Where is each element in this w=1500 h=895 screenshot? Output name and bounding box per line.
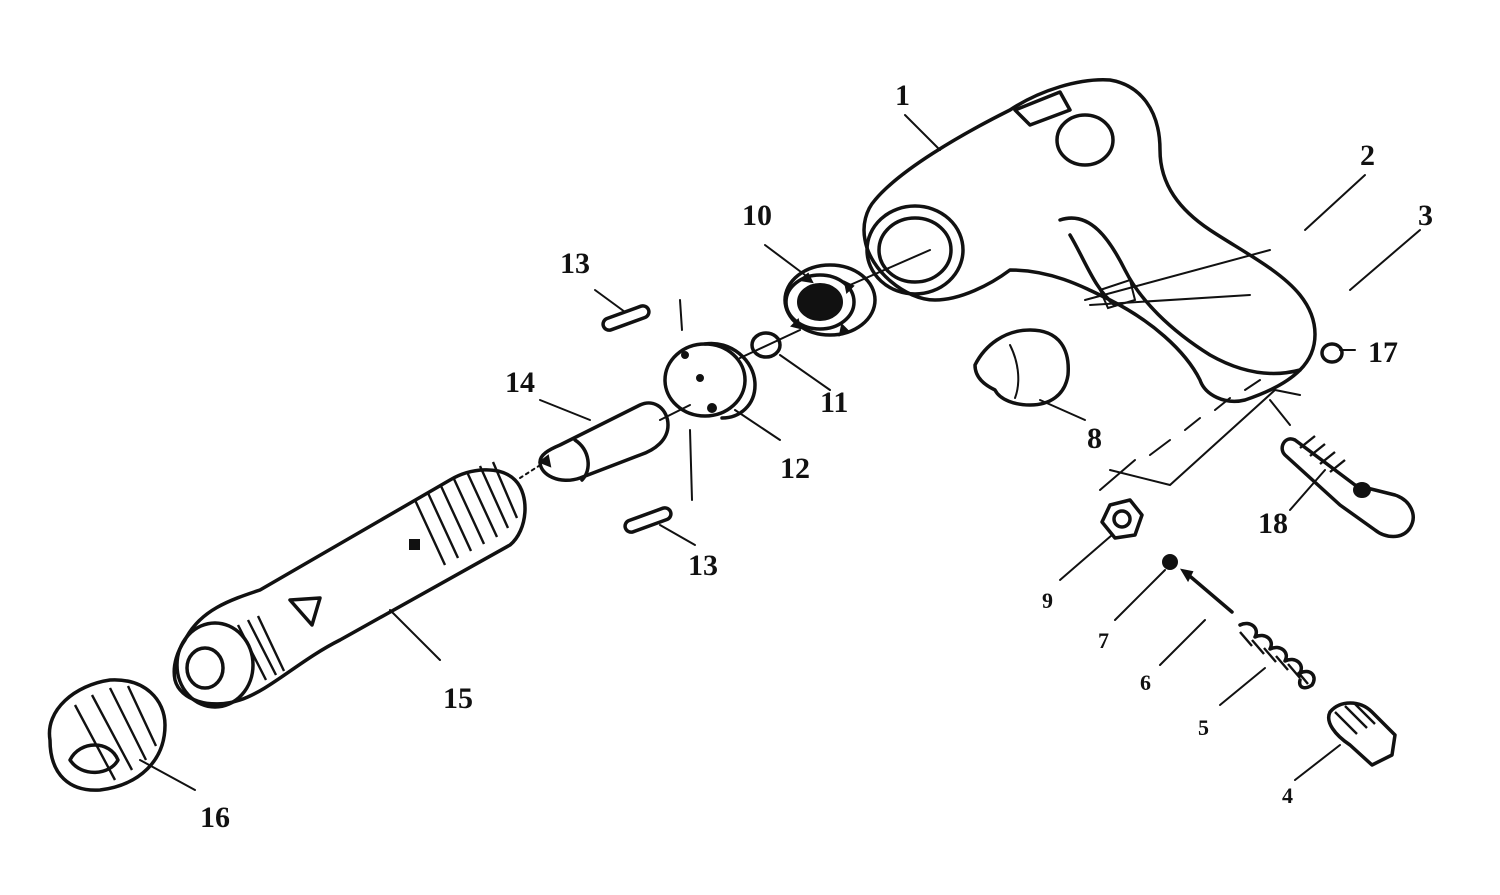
part-6-valve-stem <box>1179 568 1234 614</box>
callout-6: 6 <box>1140 670 1151 695</box>
callout-15: 15 <box>443 682 473 715</box>
part-11-washer <box>750 331 782 359</box>
callout-13-upper: 13 <box>560 247 590 280</box>
part-5-spring <box>1238 621 1316 690</box>
leader-lines <box>139 114 1421 791</box>
callout-4: 4 <box>1282 783 1293 808</box>
part-8-trigger <box>973 328 1070 407</box>
part-4-plug <box>1327 701 1397 767</box>
callout-8: 8 <box>1087 422 1102 455</box>
callout-2: 2 <box>1360 139 1375 172</box>
callout-16: 16 <box>200 801 230 834</box>
part-1-housing <box>862 78 1317 403</box>
part-15-barrel <box>172 461 527 709</box>
callout-1: 1 <box>895 79 910 112</box>
callout-17: 17 <box>1368 336 1398 369</box>
part-18-air-inlet <box>1280 435 1415 539</box>
part-12-cap <box>663 341 757 420</box>
callout-9: 9 <box>1042 588 1053 613</box>
callout-7: 7 <box>1098 628 1109 653</box>
callout-11: 11 <box>820 386 848 419</box>
callout-3: 3 <box>1418 199 1433 232</box>
callout-13-lower: 13 <box>688 549 718 582</box>
part-7-ball <box>1162 554 1178 570</box>
callout-18: 18 <box>1258 507 1288 540</box>
part-9-nut <box>1100 498 1144 540</box>
part-13-pin-lower <box>623 506 673 534</box>
part-17-oring <box>1320 342 1344 364</box>
part-16-retainer-spring <box>47 678 167 792</box>
assembly-lines <box>519 249 1301 501</box>
part-14-piston <box>537 401 670 483</box>
part-10-valve <box>783 263 877 337</box>
callout-labels: 1 2 3 4 5 6 7 8 9 10 11 12 13 13 14 15 1… <box>200 79 1433 834</box>
callout-5: 5 <box>1198 715 1209 740</box>
part-13-pin-upper <box>601 304 651 332</box>
callout-12: 12 <box>780 452 810 485</box>
callout-14: 14 <box>505 366 535 399</box>
callout-10: 10 <box>742 199 772 232</box>
